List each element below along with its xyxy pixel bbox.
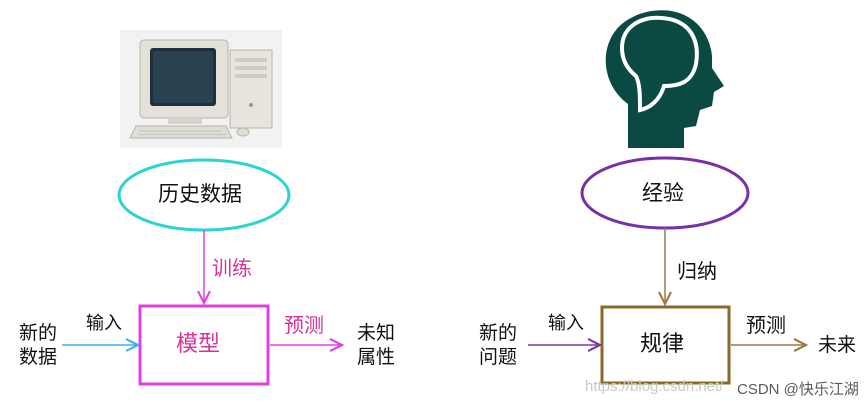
model-box xyxy=(138,304,270,386)
unknown-attribute-label: 未知 属性 xyxy=(352,322,400,370)
computer-icon xyxy=(120,30,282,148)
left-input-label: 输入 xyxy=(86,313,122,334)
new-data-label: 新的 数据 xyxy=(14,322,62,370)
new-data-line-2: 数据 xyxy=(18,345,57,368)
train-label: 训练 xyxy=(212,256,252,280)
future-label: 未来 xyxy=(818,334,857,356)
model-label: 模型 xyxy=(176,332,221,357)
experience-label: 经验 xyxy=(642,181,684,205)
new-problem-label: 新的 问题 xyxy=(474,322,522,370)
right-input-label: 输入 xyxy=(548,313,584,334)
new-problem-line-2: 问题 xyxy=(478,345,517,368)
unknown-attribute-line-1: 未知 xyxy=(356,322,395,344)
rule-label: 规律 xyxy=(640,332,685,357)
left-predict-label: 预测 xyxy=(284,313,324,337)
human-head-icon xyxy=(605,10,724,149)
new-data-line-1: 新的 xyxy=(18,322,57,344)
rule-box xyxy=(600,305,731,385)
watermark-url: https://blog.csdn.net/ xyxy=(585,378,724,395)
induce-label: 归纳 xyxy=(677,259,717,283)
right-predict-label: 预测 xyxy=(746,313,786,337)
unknown-attribute-line-2: 属性 xyxy=(356,345,395,368)
historical-data-label: 历史数据 xyxy=(158,182,242,206)
new-problem-line-1: 新的 xyxy=(478,322,517,344)
watermark-csdn: CSDN @快乐江湖 xyxy=(737,381,859,398)
